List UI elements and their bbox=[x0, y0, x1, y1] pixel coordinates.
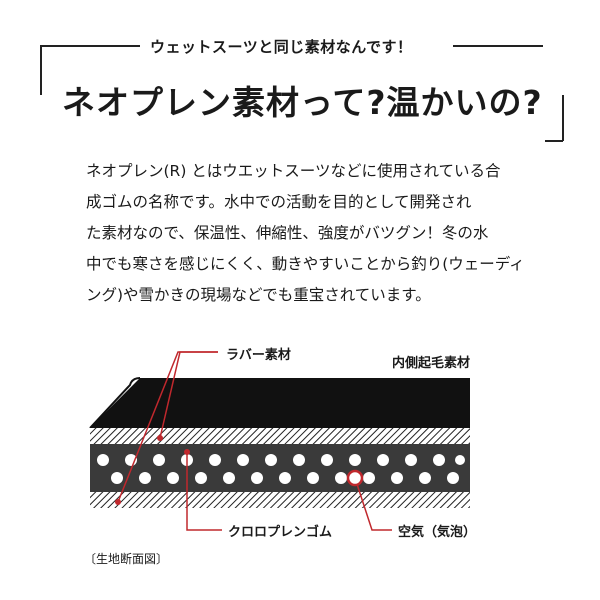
diagram-caption: 〔生地断面図〕 bbox=[84, 552, 169, 566]
frame-top-right bbox=[453, 45, 543, 47]
leader-lines bbox=[117, 351, 392, 531]
label-chloroprene: クロロプレンゴム bbox=[228, 525, 333, 540]
page-title: ネオプレン素材って?温かいの? bbox=[62, 83, 543, 122]
chloroprene-core bbox=[90, 444, 470, 492]
hatched-upper-band bbox=[90, 428, 470, 444]
frame-bottom-right bbox=[545, 140, 563, 142]
body-line: 中でも寒さを感じにくく、動きやすいことから釣り(ウェーディ bbox=[86, 255, 525, 273]
frame-left bbox=[40, 45, 42, 95]
body-line: ング)や雪かきの現場などでも重宝されています。 bbox=[86, 286, 431, 304]
frame-right bbox=[562, 95, 564, 141]
body-paragraph: ネオプレン(R) とはウエットスーツなどに使用されている合 成ゴムの名称です。水… bbox=[86, 156, 526, 311]
body-line: ネオプレン(R) とはウエットスーツなどに使用されている合 bbox=[86, 162, 501, 180]
subtitle: ウェットスーツと同じ素材なんです！ bbox=[150, 38, 413, 56]
air-bubble-highlight bbox=[346, 469, 364, 487]
body-line: た素材なので、保温性、伸縮性、強度がバツグン！冬の水 bbox=[86, 224, 489, 242]
frame-top-left bbox=[40, 45, 140, 47]
rubber-top-layer bbox=[89, 377, 470, 429]
body-line: 成ゴムの名称です。水中での活動を目的として開発され bbox=[86, 193, 472, 211]
label-rubber: ラバー素材 bbox=[226, 348, 291, 363]
leader-dots bbox=[115, 435, 190, 505]
label-air: 空気（気泡） bbox=[398, 525, 477, 540]
label-brushed-inner: 内側起毛素材 bbox=[392, 356, 471, 371]
air-bubbles bbox=[97, 454, 465, 484]
hatched-lower-band bbox=[90, 492, 470, 508]
